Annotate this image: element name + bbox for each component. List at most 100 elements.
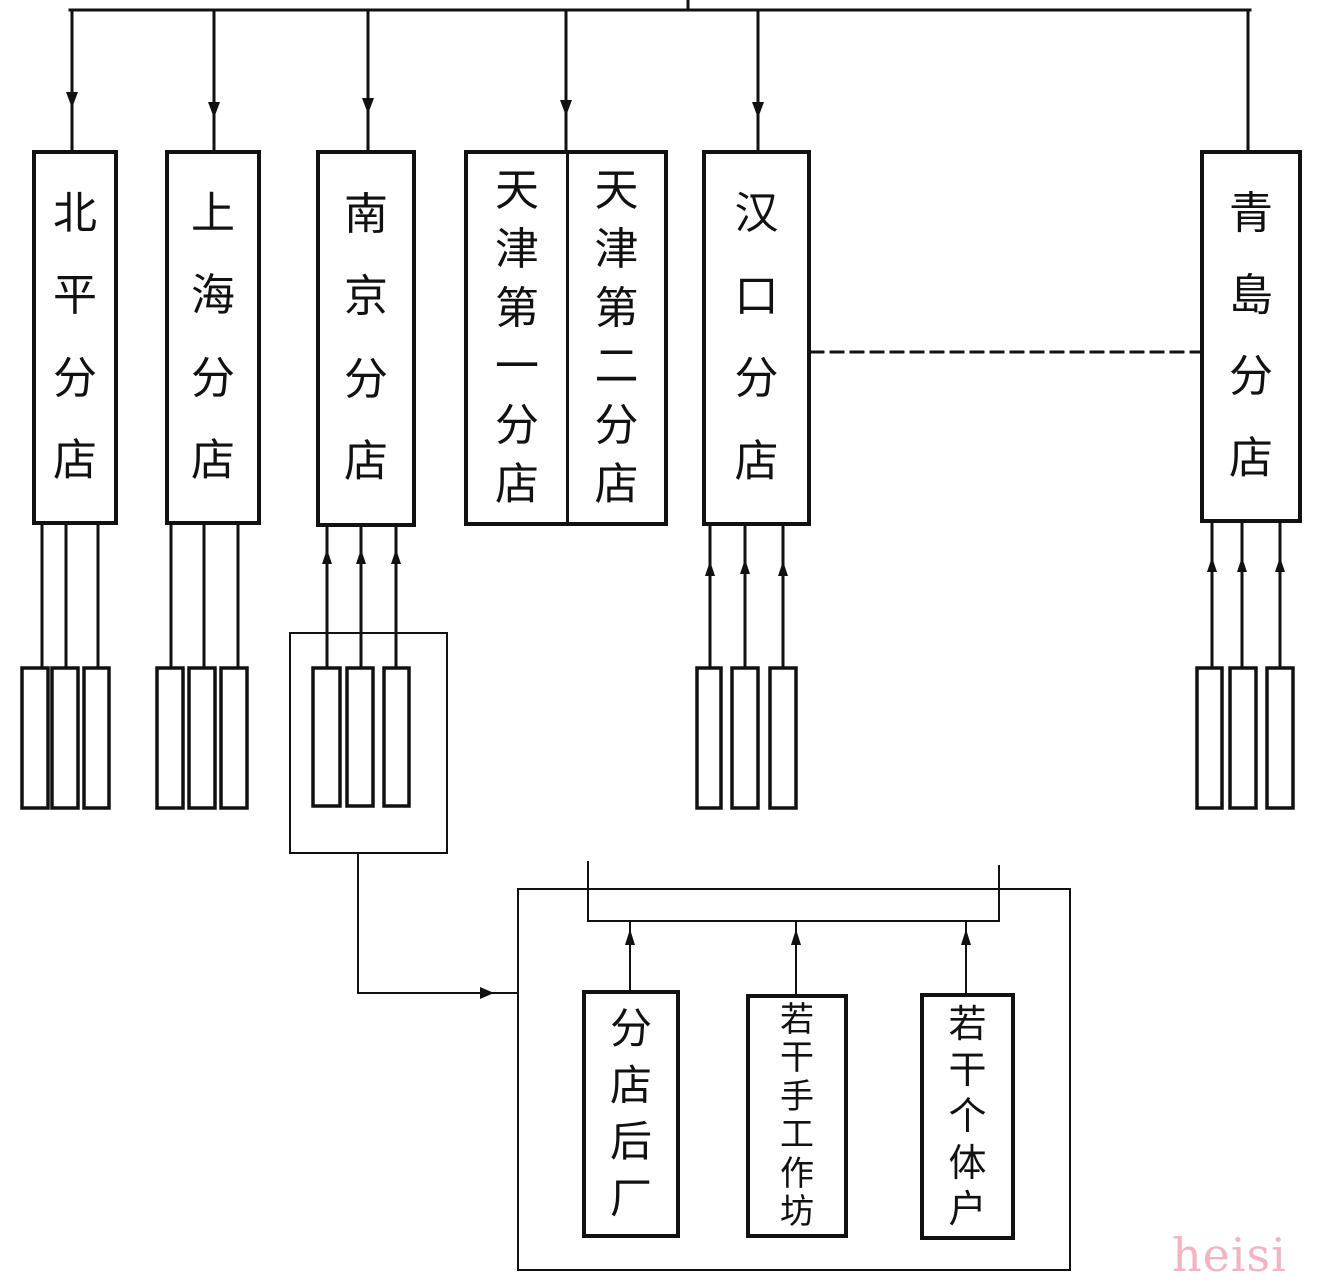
branch-label-nanjing: 南京分店: [320, 154, 412, 523]
label-character: 若: [780, 999, 814, 1040]
label-character: 南: [344, 188, 388, 240]
label-character: 后: [609, 1117, 652, 1167]
production-label-households: 若干个体户: [924, 997, 1011, 1236]
label-character: 二: [594, 341, 639, 393]
sub-unit-box-beiping-2: [50, 666, 80, 810]
production-box-branch-factory: 分店后厂: [582, 990, 680, 1238]
branch-label-hankou: 汉口分店: [706, 154, 807, 522]
label-character: 手: [780, 1076, 814, 1117]
branch-box-beiping: 北平分店: [32, 150, 118, 525]
label-character: 分: [1229, 351, 1273, 403]
label-character: 干: [780, 1038, 814, 1079]
branch-box-nanjing: 南京分店: [316, 150, 416, 527]
production-label-branch-factory: 分店后厂: [586, 994, 676, 1234]
label-character: 个: [948, 1094, 987, 1139]
label-character: 天: [594, 164, 639, 216]
label-character: 津: [495, 223, 539, 275]
sub-unit-box-qingdao-1: [1195, 666, 1224, 810]
branch-label-shanghai: 上海分店: [169, 154, 257, 521]
sub-unit-box-hankou-1: [695, 666, 723, 810]
label-character: 分: [191, 352, 235, 404]
label-character: 分: [53, 352, 97, 404]
arrow-down-hankou: [752, 102, 764, 118]
sub-unit-box-shanghai-2: [187, 666, 217, 810]
label-character: 第: [495, 282, 539, 334]
label-character: 店: [1229, 433, 1273, 485]
label-character: 口: [734, 270, 779, 322]
label-character: 青: [1229, 187, 1273, 239]
label-character: 店: [495, 459, 539, 511]
branch-label-beiping: 北平分店: [36, 154, 114, 521]
label-character: 海: [191, 270, 235, 322]
production-frame: [517, 888, 1071, 1271]
label-character: 体: [948, 1140, 987, 1185]
label-character: 汉: [734, 188, 779, 240]
arrow-right-production: [480, 987, 494, 999]
branch-column-tianjin-2: 天津第二分店: [566, 154, 664, 522]
arrow-down-nanjing: [362, 98, 374, 114]
branch-box-shanghai: 上海分店: [165, 150, 261, 525]
arrow-up-hankou-1: [705, 561, 715, 576]
label-character: 干: [948, 1048, 987, 1093]
sub-unit-box-hankou-3: [768, 666, 798, 810]
arrow-up-nanjing-1: [322, 549, 332, 564]
watermark: heisi: [1172, 1228, 1287, 1282]
branch-box-hankou: 汉口分店: [702, 150, 811, 526]
label-character: 京: [344, 271, 388, 323]
label-character: 天: [495, 164, 539, 216]
branch-label-tianjin-2: 天津第二分店: [569, 154, 664, 522]
sub-unit-box-shanghai-1: [155, 666, 185, 810]
sub-unit-box-beiping-3: [82, 666, 111, 810]
sub-unit-box-qingdao-2: [1228, 666, 1258, 810]
label-character: 分: [344, 353, 388, 405]
sub-unit-box-beiping-1: [20, 666, 50, 810]
label-character: 若: [948, 1002, 987, 1047]
label-character: 第: [594, 282, 639, 334]
label-character: 津: [594, 223, 639, 275]
sub-unit-box-nanjing-1: [311, 666, 342, 808]
label-character: 厂: [609, 1173, 652, 1223]
branch-label-qingdao: 青島分店: [1204, 154, 1298, 519]
sub-unit-box-hankou-2: [730, 666, 760, 810]
label-character: 店: [609, 1060, 652, 1110]
branch-column-tianjin-1: 天津第一分店: [468, 154, 566, 522]
label-character: 工: [780, 1115, 814, 1156]
arrow-up-qingdao-3: [1275, 557, 1285, 572]
label-character: 店: [344, 436, 388, 488]
arrow-up-branch-factory: [625, 929, 635, 945]
arrow-down-shanghai: [208, 102, 220, 118]
label-character: 店: [53, 434, 97, 486]
label-character: 店: [594, 459, 639, 511]
arrow-down-beiping: [66, 92, 78, 108]
sub-unit-box-shanghai-3: [219, 666, 249, 810]
label-character: 上: [191, 188, 235, 240]
arrow-up-hankou-2: [740, 559, 750, 574]
sub-unit-box-nanjing-2: [345, 666, 375, 808]
production-box-households: 若干个体户: [920, 993, 1015, 1240]
sub-unit-box-nanjing-3: [382, 666, 411, 808]
label-character: 店: [734, 435, 779, 487]
nanjing-sub-unit-group-frame: [289, 632, 448, 854]
label-character: 島: [1229, 269, 1273, 321]
production-label-workshops: 若干手工作坊: [750, 998, 844, 1234]
label-character: 分: [609, 1004, 652, 1054]
branch-label-tianjin-1: 天津第一分店: [468, 154, 566, 522]
branch-box-qingdao: 青島分店: [1200, 150, 1302, 523]
arrow-down-tianjin: [560, 100, 572, 116]
sub-unit-box-qingdao-3: [1265, 666, 1295, 810]
production-box-workshops: 若干手工作坊: [746, 994, 848, 1238]
arrow-up-nanjing-2: [356, 549, 366, 564]
label-character: 分: [495, 400, 539, 452]
label-character: 一: [495, 341, 539, 393]
label-character: 作: [780, 1153, 814, 1194]
branch-box-tianjin: 天津第一分店 天津第二分店: [464, 150, 668, 526]
label-character: 户: [948, 1186, 987, 1231]
arrow-up-workshops: [791, 929, 801, 945]
nanjing-to-production-connector: [357, 852, 519, 994]
label-character: 平: [53, 270, 97, 322]
arrow-up-qingdao-2: [1237, 557, 1247, 572]
label-character: 坊: [780, 1192, 814, 1233]
arrow-up-qingdao-1: [1207, 557, 1217, 572]
